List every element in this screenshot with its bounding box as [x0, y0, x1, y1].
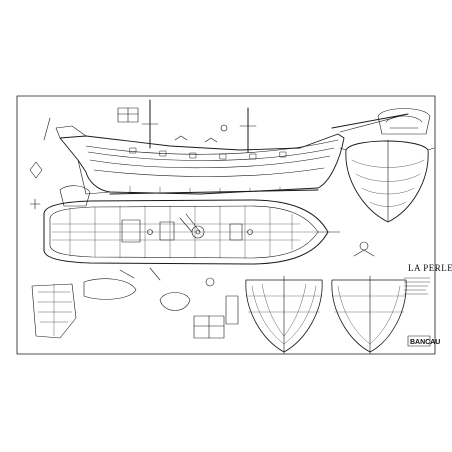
maker-logo: BANCAU: [410, 339, 440, 346]
body-plan-left: [245, 275, 323, 355]
fittings-details: [29, 161, 375, 339]
hull-section-view: [339, 139, 435, 223]
drawing-title: LA PERLE: [408, 263, 452, 273]
sheet-border: [16, 95, 436, 355]
deck-plan-view: [43, 199, 341, 265]
frame-detail-lower-left: [31, 283, 77, 339]
stern-view: [377, 108, 431, 135]
side-elevation-view: [43, 99, 409, 195]
boat-detail: [59, 185, 191, 311]
title-block: [403, 277, 431, 347]
deck-house-detail: [117, 107, 139, 123]
body-plan-right: [331, 275, 407, 355]
